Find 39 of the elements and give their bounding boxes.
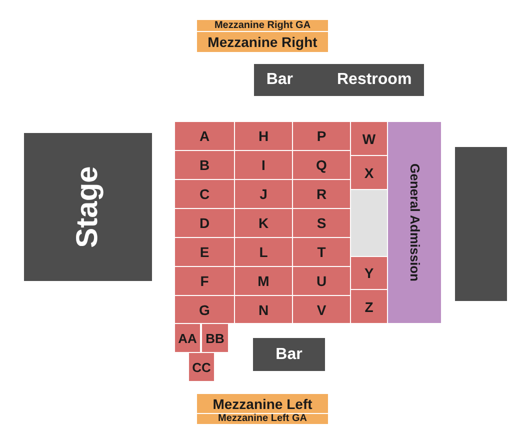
seating-section: CC [189, 353, 214, 381]
seating-section: Z [351, 290, 387, 323]
seating-section: P [293, 122, 350, 150]
seating-section: T [293, 238, 350, 266]
mezzanine-section: Mezzanine Left GA [197, 414, 328, 424]
seating-section: Q [293, 151, 350, 179]
seating-section: W [351, 122, 387, 155]
seating-section: J [235, 180, 292, 208]
seating-section: C [175, 180, 234, 208]
venue-area [254, 64, 424, 96]
wall-block [455, 147, 507, 301]
seating-section: A [175, 122, 234, 150]
seating-section: B [175, 151, 234, 179]
seating-section: E [175, 238, 234, 266]
seating-section: F [175, 267, 234, 295]
seating-section: M [235, 267, 292, 295]
seating-section: K [235, 209, 292, 237]
seating-section: AA [175, 324, 200, 352]
general-admission-area: General Admission [388, 122, 441, 323]
seating-section: U [293, 267, 350, 295]
seating-section: L [235, 238, 292, 266]
seating-section: S [293, 209, 350, 237]
seating-section: R [293, 180, 350, 208]
seating-section: V [293, 296, 350, 323]
mezzanine-section: Mezzanine Left [197, 394, 328, 413]
seating-section: I [235, 151, 292, 179]
area-label: Restroom [337, 72, 412, 88]
seating-section: Y [351, 257, 387, 289]
mezzanine-section: Mezzanine Right GA [197, 20, 328, 31]
seating-section: H [235, 122, 292, 150]
stage-area: Stage [24, 133, 152, 281]
venue-area: Bar [253, 338, 325, 371]
mezzanine-section: Mezzanine Right [197, 32, 328, 52]
seating-section: X [351, 156, 387, 189]
seating-section: G [175, 296, 234, 323]
area-label: Bar [266, 72, 293, 88]
seating-section: D [175, 209, 234, 237]
seating-section: N [235, 296, 292, 323]
seating-section: BB [202, 324, 228, 352]
